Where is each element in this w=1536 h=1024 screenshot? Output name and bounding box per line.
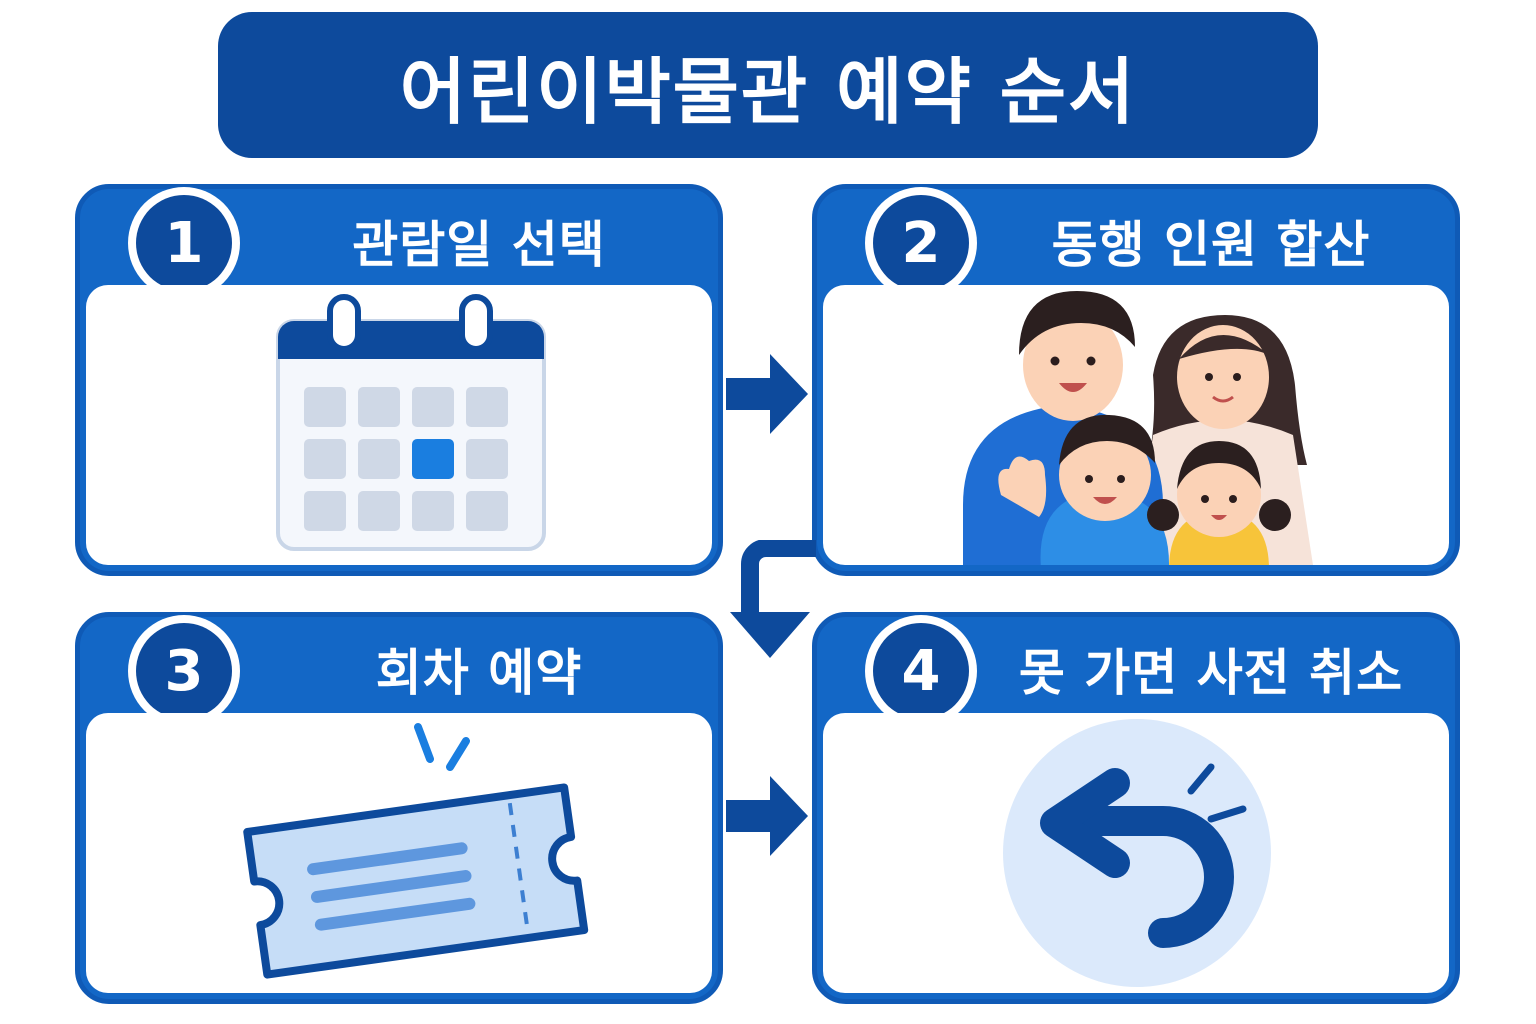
right-arrow-icon [726,354,808,434]
step-card-body [86,713,712,993]
step-card-3: 3 회차 예약 [75,612,723,1004]
ticket-icon [243,723,589,979]
step-card-2: 2 동행 인원 합산 [812,184,1460,576]
step-number: 2 [873,195,969,291]
page-title: 어린이박물관 예약 순서 [399,49,1137,134]
step-card-body [823,713,1449,993]
family-illustration [963,291,1313,565]
step-card-header: 3 회차 예약 [80,615,718,727]
step-number-badge: 1 [128,187,240,299]
right-arrow-icon [726,776,808,856]
step-number: 1 [136,195,232,291]
step-title: 동행 인원 합산 [1051,216,1371,274]
down-left-arrow-icon [730,540,816,658]
step-number-badge: 4 [865,615,977,727]
step-title: 회차 예약 [375,644,583,702]
step-number: 4 [873,623,969,719]
step-title: 관람일 선택 [352,216,606,274]
step-number: 3 [136,623,232,719]
step-number-badge: 2 [865,187,977,299]
step-title: 못 가면 사전 취소 [1018,644,1404,702]
step-card-4: 4 못 가면 사전 취소 [812,612,1460,1004]
step-card-1: 1 관람일 선택 [75,184,723,576]
step-card-header: 2 동행 인원 합산 [817,187,1455,299]
step-card-header: 4 못 가면 사전 취소 [817,615,1455,727]
step-card-body [823,285,1449,565]
title-banner: 어린이박물관 예약 순서 [218,12,1318,158]
calendar-icon [276,294,546,551]
step-card-body [86,285,712,565]
step-card-header: 1 관람일 선택 [80,187,718,299]
undo-arrow-icon [1003,719,1271,987]
step-number-badge: 3 [128,615,240,727]
